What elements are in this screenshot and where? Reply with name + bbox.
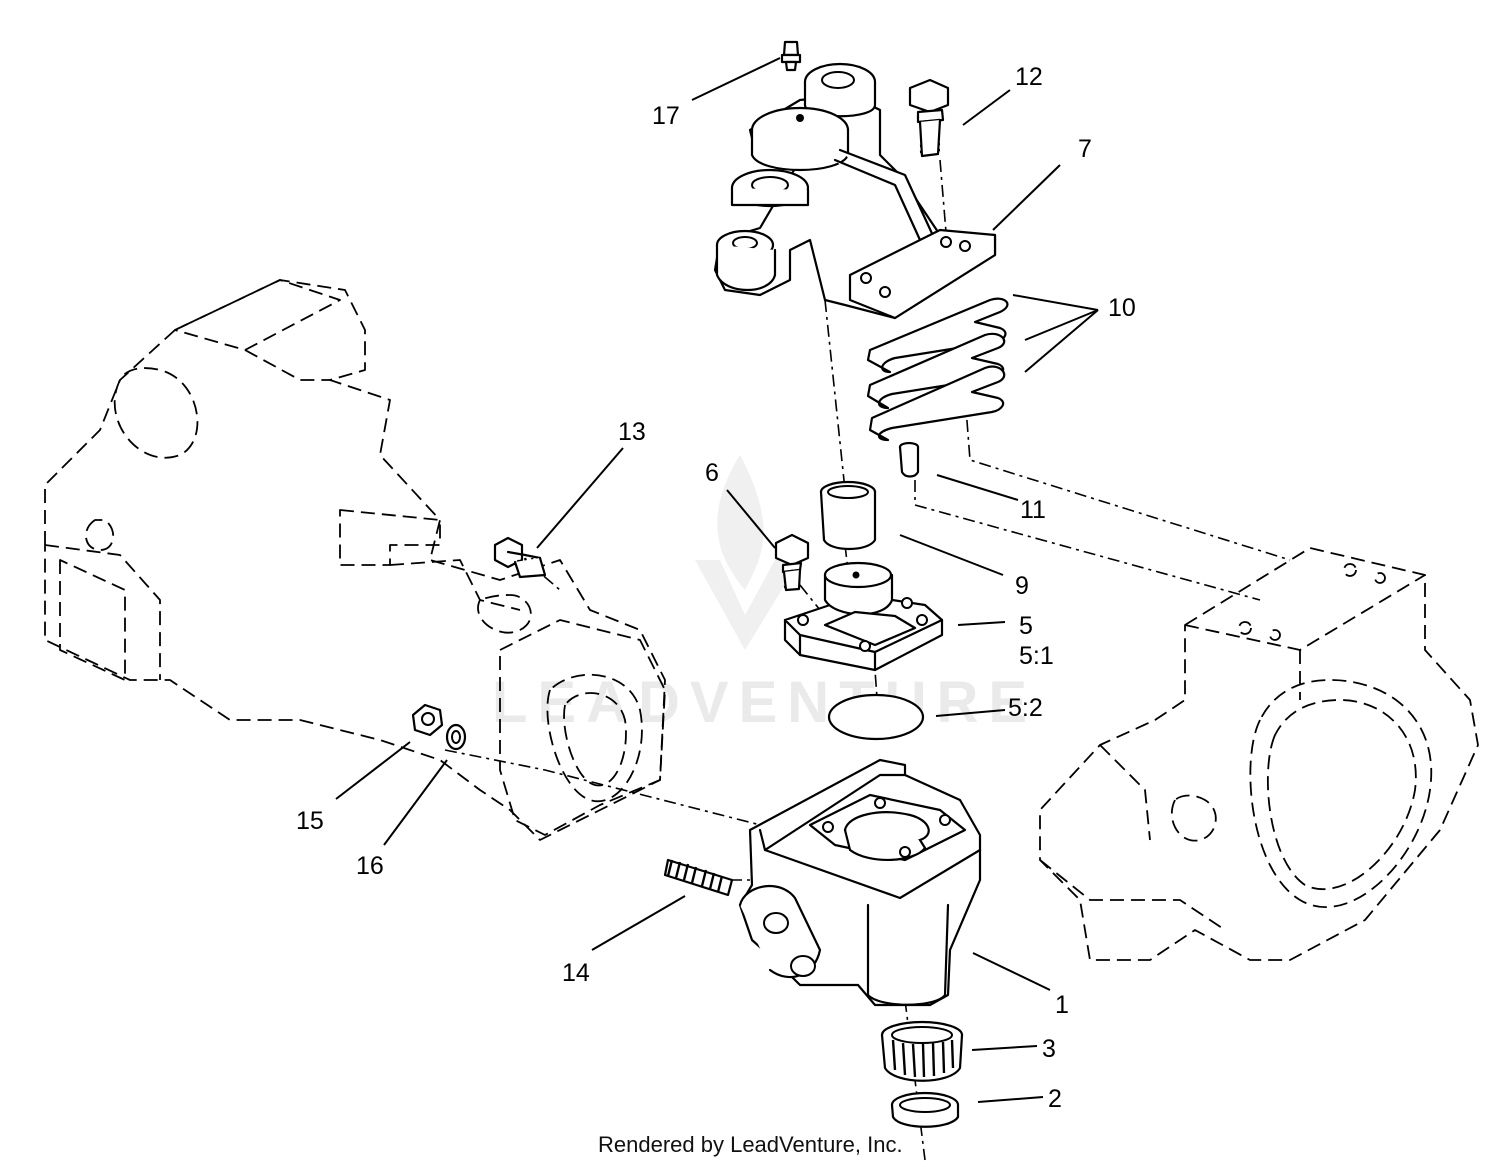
part-12-bolt <box>908 78 950 158</box>
callout-labels: 17 12 7 10 13 6 11 9 5 5:1 5:2 15 16 14 … <box>296 63 1136 1113</box>
callout-5-2: 5:2 <box>1008 694 1043 722</box>
part-17-grease-fitting <box>780 40 802 72</box>
part-7-steering-arm <box>713 62 997 320</box>
final-drive-housing-right-phantom <box>1039 547 1479 961</box>
part-15-nut <box>411 703 444 737</box>
callout-14: 14 <box>562 959 590 987</box>
callout-17: 17 <box>652 102 680 130</box>
callout-2: 2 <box>1048 1085 1062 1113</box>
part-9-bushing <box>819 480 877 550</box>
callout-6: 6 <box>705 459 719 487</box>
callout-10: 10 <box>1108 294 1136 322</box>
callout-9: 9 <box>1015 572 1029 600</box>
part-3-needle-bearing <box>880 1020 964 1082</box>
callout-11: 11 <box>1020 496 1046 524</box>
part-5-bearing-cap <box>783 561 944 672</box>
part-6-bolt <box>774 533 810 592</box>
part-16-lock-washer <box>445 723 467 751</box>
callout-7: 7 <box>1078 135 1092 163</box>
render-credit: Rendered by LeadVenture, Inc. <box>598 1132 903 1157</box>
callout-13: 13 <box>618 418 646 446</box>
part-2-seal-ring <box>890 1091 960 1128</box>
part-11-dowel-pin <box>898 441 920 478</box>
part-1-spindle-housing <box>738 758 982 1007</box>
callout-15: 15 <box>296 807 324 835</box>
part-5-2-gasket <box>827 693 925 741</box>
part-13-bolt <box>493 536 547 579</box>
callout-5-1: 5:1 <box>1019 642 1054 670</box>
watermark-text: LEADVENTURE <box>492 670 1037 735</box>
callout-16: 16 <box>356 852 384 880</box>
leader-lines <box>335 57 1099 1103</box>
axle-housing-left-phantom <box>44 279 666 841</box>
part-10-shims <box>866 297 1009 442</box>
watermark: LEADVENTURE <box>492 455 1037 735</box>
callout-1: 1 <box>1055 991 1069 1019</box>
callout-3: 3 <box>1042 1035 1056 1063</box>
callout-5: 5 <box>1019 612 1033 640</box>
part-14-stud <box>663 858 734 897</box>
callout-12: 12 <box>1015 63 1043 91</box>
